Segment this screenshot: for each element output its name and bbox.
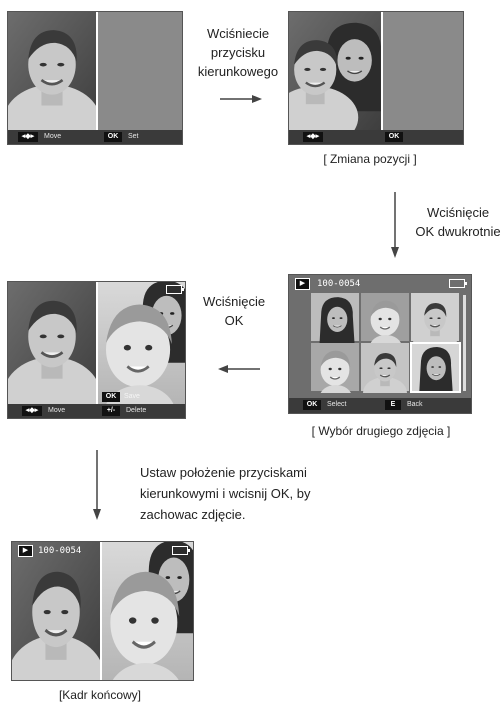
instruction-set-position: Ustaw położenie przyciskami kierunkowymi…: [140, 465, 311, 522]
arrow-left-icon: [218, 365, 260, 373]
four-way-arrows-icon: ◂◆▸: [18, 132, 38, 142]
photo-man: [8, 282, 96, 404]
arrow-down-icon: [391, 192, 399, 258]
select-label: Select: [327, 401, 347, 408]
set-label: Set: [128, 133, 139, 140]
ok-key: OK: [303, 400, 321, 410]
play-mode-icon: ▶: [18, 545, 33, 557]
delete-label: Delete: [126, 407, 147, 414]
move-label: Move: [44, 133, 62, 140]
ok-key: OK: [104, 132, 122, 142]
instruction-direction-key: Wciśniecie przycisku kierunkowego: [197, 26, 279, 79]
camera-screen-final: ▶ 100-0054: [11, 541, 194, 681]
scrollbar: [463, 295, 466, 391]
caption-select-second: [ Wybór drugiego zdjęcia ]: [311, 424, 451, 438]
photo-child: [100, 542, 193, 680]
ok-key: OK: [102, 392, 120, 402]
camera-screen-thumbnails: ▶ 100-0054 OK Select E Back: [288, 274, 472, 414]
photo-child: [96, 282, 185, 404]
instruction-ok-twice: Wciśnięcie OK dwukrotnie: [415, 205, 501, 239]
instruction-ok: Wciśnięcie OK: [202, 294, 266, 328]
four-way-arrows-icon: ◂◆▸: [22, 406, 42, 416]
thumbnail-grid: [311, 293, 461, 393]
photo-man: [12, 542, 100, 680]
arrow-down-icon: [93, 450, 101, 520]
camera-screen-move: ◂◆▸ Move OK Set: [7, 11, 183, 145]
battery-icon: [166, 285, 184, 294]
caption-position-change: [ Zmiana pozycji ]: [323, 152, 417, 166]
four-way-arrows-icon: ◂◆▸: [303, 132, 323, 142]
battery-icon: [449, 279, 467, 288]
camera-screen-combine: OK Save ◂◆▸ Move +/- Delete: [7, 281, 186, 419]
save-label: Save: [124, 393, 140, 400]
e-key: E: [385, 400, 401, 410]
battery-icon: [172, 546, 190, 555]
button-bar: ◂◆▸ Move +/- Delete: [8, 404, 185, 418]
delete-key: +/-: [102, 406, 120, 416]
back-label: Back: [407, 401, 423, 408]
thumbnail-selection-frame: [410, 342, 461, 393]
move-label: Move: [48, 407, 66, 414]
arrow-right-icon: [220, 95, 262, 103]
photo-man: [8, 12, 98, 130]
caption-final-frame: [Kadr końcowy]: [58, 688, 142, 702]
button-bar: OK Select E Back: [289, 398, 471, 413]
button-bar: ◂◆▸ Move OK Set: [8, 130, 182, 144]
folder-number: 100-0054: [38, 546, 82, 556]
button-bar: ◂◆▸ OK: [289, 130, 463, 144]
folder-number: 100-0054: [317, 279, 361, 289]
photo-couple: [289, 12, 383, 130]
ok-key: OK: [385, 132, 403, 142]
play-mode-icon: ▶: [295, 278, 310, 290]
camera-screen-changed: ◂◆▸ OK: [288, 11, 464, 145]
